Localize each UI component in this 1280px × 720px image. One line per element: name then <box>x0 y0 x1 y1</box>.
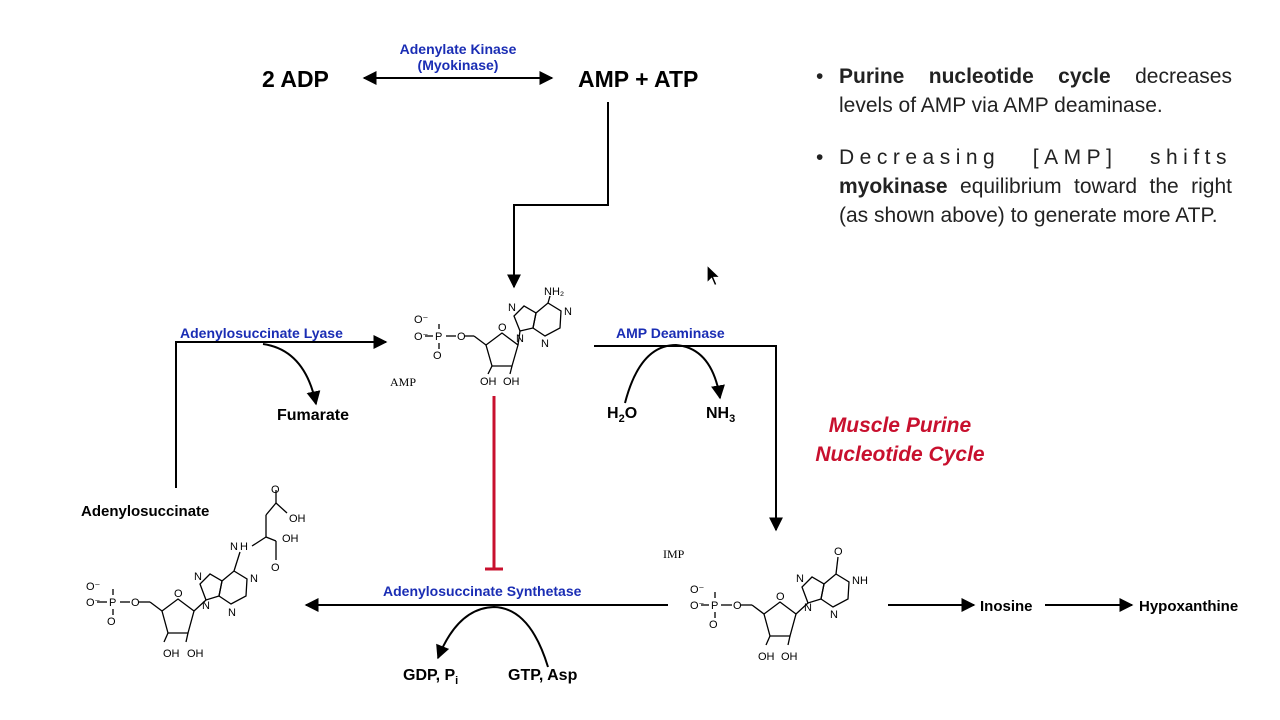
svg-text:H: H <box>240 541 248 553</box>
adenylate-kinase-line1: Adenylate Kinase <box>399 41 517 57</box>
svg-text:O: O <box>271 484 280 496</box>
adenylate-kinase-label: Adenylate Kinase (Myokinase) <box>388 41 528 73</box>
mouse-cursor-icon <box>706 264 722 287</box>
water-label: H2O <box>607 405 638 426</box>
bullet-item-2: • Decreasing [AMP] shifts myokinase equi… <box>816 143 1232 230</box>
lyase-arrow <box>175 335 388 488</box>
amp-atp-label: AMP + ATP <box>578 66 699 92</box>
svg-text:O: O <box>271 562 280 574</box>
imp-structure-labels: O⁻ P O⁻ O O O OH OH N N NH N O <box>690 546 868 663</box>
amp-structure-labels: O⁻ P O⁻ O O O OH OH N N N N NH₂ <box>414 286 572 388</box>
svg-text:O: O <box>174 588 183 600</box>
adenylate-kinase-line2: (Myokinase) <box>417 57 499 73</box>
cycle-title-line1: Muscle Purine <box>828 414 972 437</box>
svg-text:O⁻: O⁻ <box>414 331 429 343</box>
svg-text:N: N <box>830 609 838 621</box>
svg-text:OH: OH <box>163 648 180 660</box>
gtp-asp-label: GTP, Asp <box>508 667 578 684</box>
svg-text:OH: OH <box>781 651 798 663</box>
svg-text:NH₂: NH₂ <box>544 286 564 298</box>
adp-label: 2 ADP <box>262 66 329 92</box>
cycle-title-line2: Nucleotide Cycle <box>815 443 985 466</box>
svg-text:OH: OH <box>282 533 299 545</box>
imp-structure-label: IMP <box>663 547 685 561</box>
svg-text:P: P <box>711 600 718 612</box>
lyase-label: Adenylosuccinate Lyase <box>180 325 343 341</box>
svg-text:O: O <box>498 322 507 334</box>
svg-text:O: O <box>834 546 843 558</box>
svg-text:OH: OH <box>758 651 775 663</box>
adenylosuccinate-structure <box>97 490 288 643</box>
svg-text:OH: OH <box>480 376 497 388</box>
svg-text:N: N <box>516 333 524 345</box>
fumarate-label: Fumarate <box>277 407 350 424</box>
svg-text:OH: OH <box>187 648 204 660</box>
svg-text:O: O <box>733 600 742 612</box>
svg-text:O⁻: O⁻ <box>690 584 705 596</box>
cycle-title: Muscle Purine Nucleotide Cycle <box>790 411 1010 469</box>
svg-text:N: N <box>796 573 804 585</box>
imp-structure <box>701 556 850 646</box>
svg-text:N: N <box>804 602 812 614</box>
svg-text:O: O <box>709 619 718 631</box>
inosine-label: Inosine <box>980 598 1033 615</box>
bullet-list: • Purine nucleotide cycle decreases leve… <box>816 62 1232 230</box>
fumarate-curve-arrow <box>262 343 321 406</box>
svg-text:OH: OH <box>503 376 520 388</box>
svg-text:N: N <box>541 338 549 350</box>
svg-text:OH: OH <box>289 513 306 525</box>
svg-text:P: P <box>435 331 442 343</box>
synthetase-label: Adenylosuccinate Synthetase <box>383 583 582 599</box>
gdp-pi-label: GDP, Pi <box>403 667 459 688</box>
svg-text:NH: NH <box>852 575 868 587</box>
svg-text:O: O <box>433 350 442 362</box>
bullet-item-1: • Purine nucleotide cycle decreases leve… <box>816 62 1232 120</box>
svg-text:N: N <box>230 541 238 553</box>
svg-text:N: N <box>228 607 236 619</box>
svg-text:O: O <box>457 331 466 343</box>
svg-text:O: O <box>107 616 116 628</box>
deaminase-arrow <box>594 345 783 532</box>
amp-structure <box>425 295 562 375</box>
amp-feed-arrow <box>507 102 609 289</box>
svg-text:N: N <box>564 306 572 318</box>
deaminase-curve-arrow <box>624 343 725 404</box>
amp-structure-label: AMP <box>390 375 417 389</box>
bullet-dot-icon: • <box>816 65 824 88</box>
svg-text:N: N <box>202 600 210 612</box>
svg-text:O: O <box>131 597 140 609</box>
svg-text:O: O <box>776 591 785 603</box>
adenylosuccinate-structure-labels: O⁻ P O⁻ O O O OH OH N N N N N H O OH OH … <box>86 484 306 660</box>
synthetase-curve-arrow <box>436 605 549 668</box>
svg-text:O⁻: O⁻ <box>414 314 429 326</box>
svg-text:O⁻: O⁻ <box>86 597 101 609</box>
svg-text:N: N <box>194 571 202 583</box>
svg-text:O⁻: O⁻ <box>86 581 101 593</box>
deaminase-label: AMP Deaminase <box>616 325 725 341</box>
svg-text:O⁻: O⁻ <box>690 600 705 612</box>
adenylosuccinate-label: Adenylosuccinate <box>81 503 210 520</box>
hypoxanthine-label: Hypoxanthine <box>1139 598 1239 615</box>
svg-text:P: P <box>109 597 116 609</box>
ammonia-label: NH3 <box>706 405 736 426</box>
svg-text:N: N <box>250 573 258 585</box>
svg-text:N: N <box>508 302 516 314</box>
bullet-dot-icon: • <box>816 146 824 169</box>
